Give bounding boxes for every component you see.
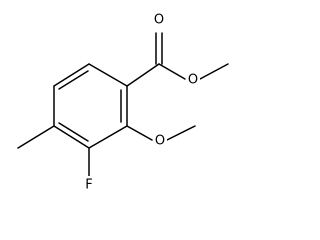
bond-ring-methoxy-o — [126, 125, 153, 141]
label-bg-fluorine — [83, 176, 95, 193]
ring-bond-c1-c2 — [88, 63, 128, 87]
ring-bond-c6-c1-inner — [58, 70, 89, 90]
bond-ester-o-methyl — [199, 63, 229, 80]
carbonyl-oxygen-label: O — [154, 13, 164, 28]
ring-bond-c3-c4 — [88, 125, 128, 149]
fluorine-label: F — [85, 178, 92, 193]
molecule-diagram: O O O F — [17, 11, 229, 193]
label-bg-methoxy-oxygen — [153, 132, 167, 149]
bond-methoxy-o-methyl — [166, 125, 196, 141]
ring-bond-c4-c5 — [53, 125, 90, 149]
bond-ring-methyl — [17, 125, 55, 149]
bond-carbonyl-ester-o — [158, 63, 186, 80]
label-bg-ester-oxygen — [186, 71, 200, 88]
ester-oxygen-label: O — [188, 73, 198, 88]
ring-bond-c4-c5-inner — [58, 122, 89, 142]
bond-ring-carbonyl-carbon — [126, 63, 160, 87]
methoxy-oxygen-label: O — [155, 134, 165, 149]
ring-bond-c6-c1 — [53, 63, 90, 87]
label-bg-carbonyl-oxygen — [152, 11, 166, 28]
